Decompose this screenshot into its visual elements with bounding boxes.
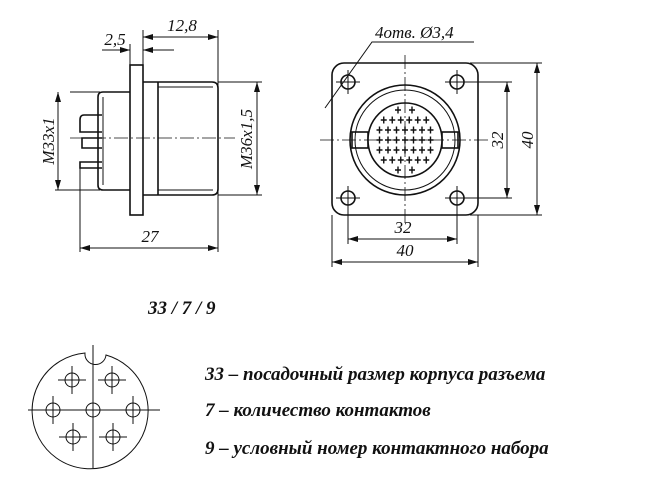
contact-mark <box>380 156 387 164</box>
contact-mark <box>395 166 401 174</box>
contact-mark <box>385 126 391 134</box>
contact-mark <box>423 116 430 124</box>
legend-line-1: 33 – посадочный размер корпуса разъема <box>205 364 546 385</box>
contact-mark <box>397 116 404 124</box>
contact-mark <box>423 156 430 164</box>
thread-rear-label: M33x1 <box>39 117 58 165</box>
flange-dim: 2,5 <box>104 30 125 49</box>
contact-mark <box>410 126 417 134</box>
side-view: M33x1 M36x1,5 27 12,8 2,5 <box>39 16 262 252</box>
pins <box>39 366 147 451</box>
contact-mark <box>419 146 425 154</box>
length-dim: 27 <box>142 227 161 246</box>
pinout-diagram <box>28 345 160 470</box>
contact-grid <box>376 106 434 174</box>
contact-mark <box>409 166 415 174</box>
contact-mark <box>406 156 413 164</box>
contact-mark <box>376 126 383 134</box>
front-body <box>143 81 219 196</box>
hole-spacing-v: 32 <box>488 131 507 150</box>
contact-mark <box>397 156 404 164</box>
front-dim: 12,8 <box>167 16 197 35</box>
contact-mark <box>393 146 400 154</box>
pinout-outline <box>31 352 149 470</box>
connector-code: 33 / 7 / 9 <box>148 298 216 319</box>
legend-line-3: 9 – условный номер контактного набора <box>205 438 549 459</box>
contact-mark <box>393 126 400 134</box>
size-v: 40 <box>518 131 537 149</box>
rear-body <box>97 91 130 191</box>
hole-spacing-h: 32 <box>394 218 413 237</box>
contact-mark <box>427 126 434 134</box>
contact-mark <box>380 116 387 124</box>
legend-line-2: 7 – количество контактов <box>205 400 431 421</box>
contact-mark <box>414 156 421 164</box>
contact-mark <box>414 116 421 124</box>
contact-mark <box>385 146 391 154</box>
contact-mark <box>406 116 413 124</box>
contact-mark <box>427 146 434 154</box>
size-h: 40 <box>397 241 415 260</box>
contact-mark <box>409 106 415 114</box>
flange <box>129 64 144 216</box>
contact-mark <box>389 156 396 164</box>
thread-front-label: M36x1,5 <box>237 109 256 170</box>
contact-mark <box>376 146 383 154</box>
contact-mark <box>395 106 401 114</box>
front-view: 32 40 32 40 4отв. Ø3,4 <box>320 23 542 267</box>
holes-note: 4отв. Ø3,4 <box>375 23 454 42</box>
contact-mark <box>410 146 417 154</box>
contact-mark <box>419 126 425 134</box>
contact-mark <box>389 116 396 124</box>
